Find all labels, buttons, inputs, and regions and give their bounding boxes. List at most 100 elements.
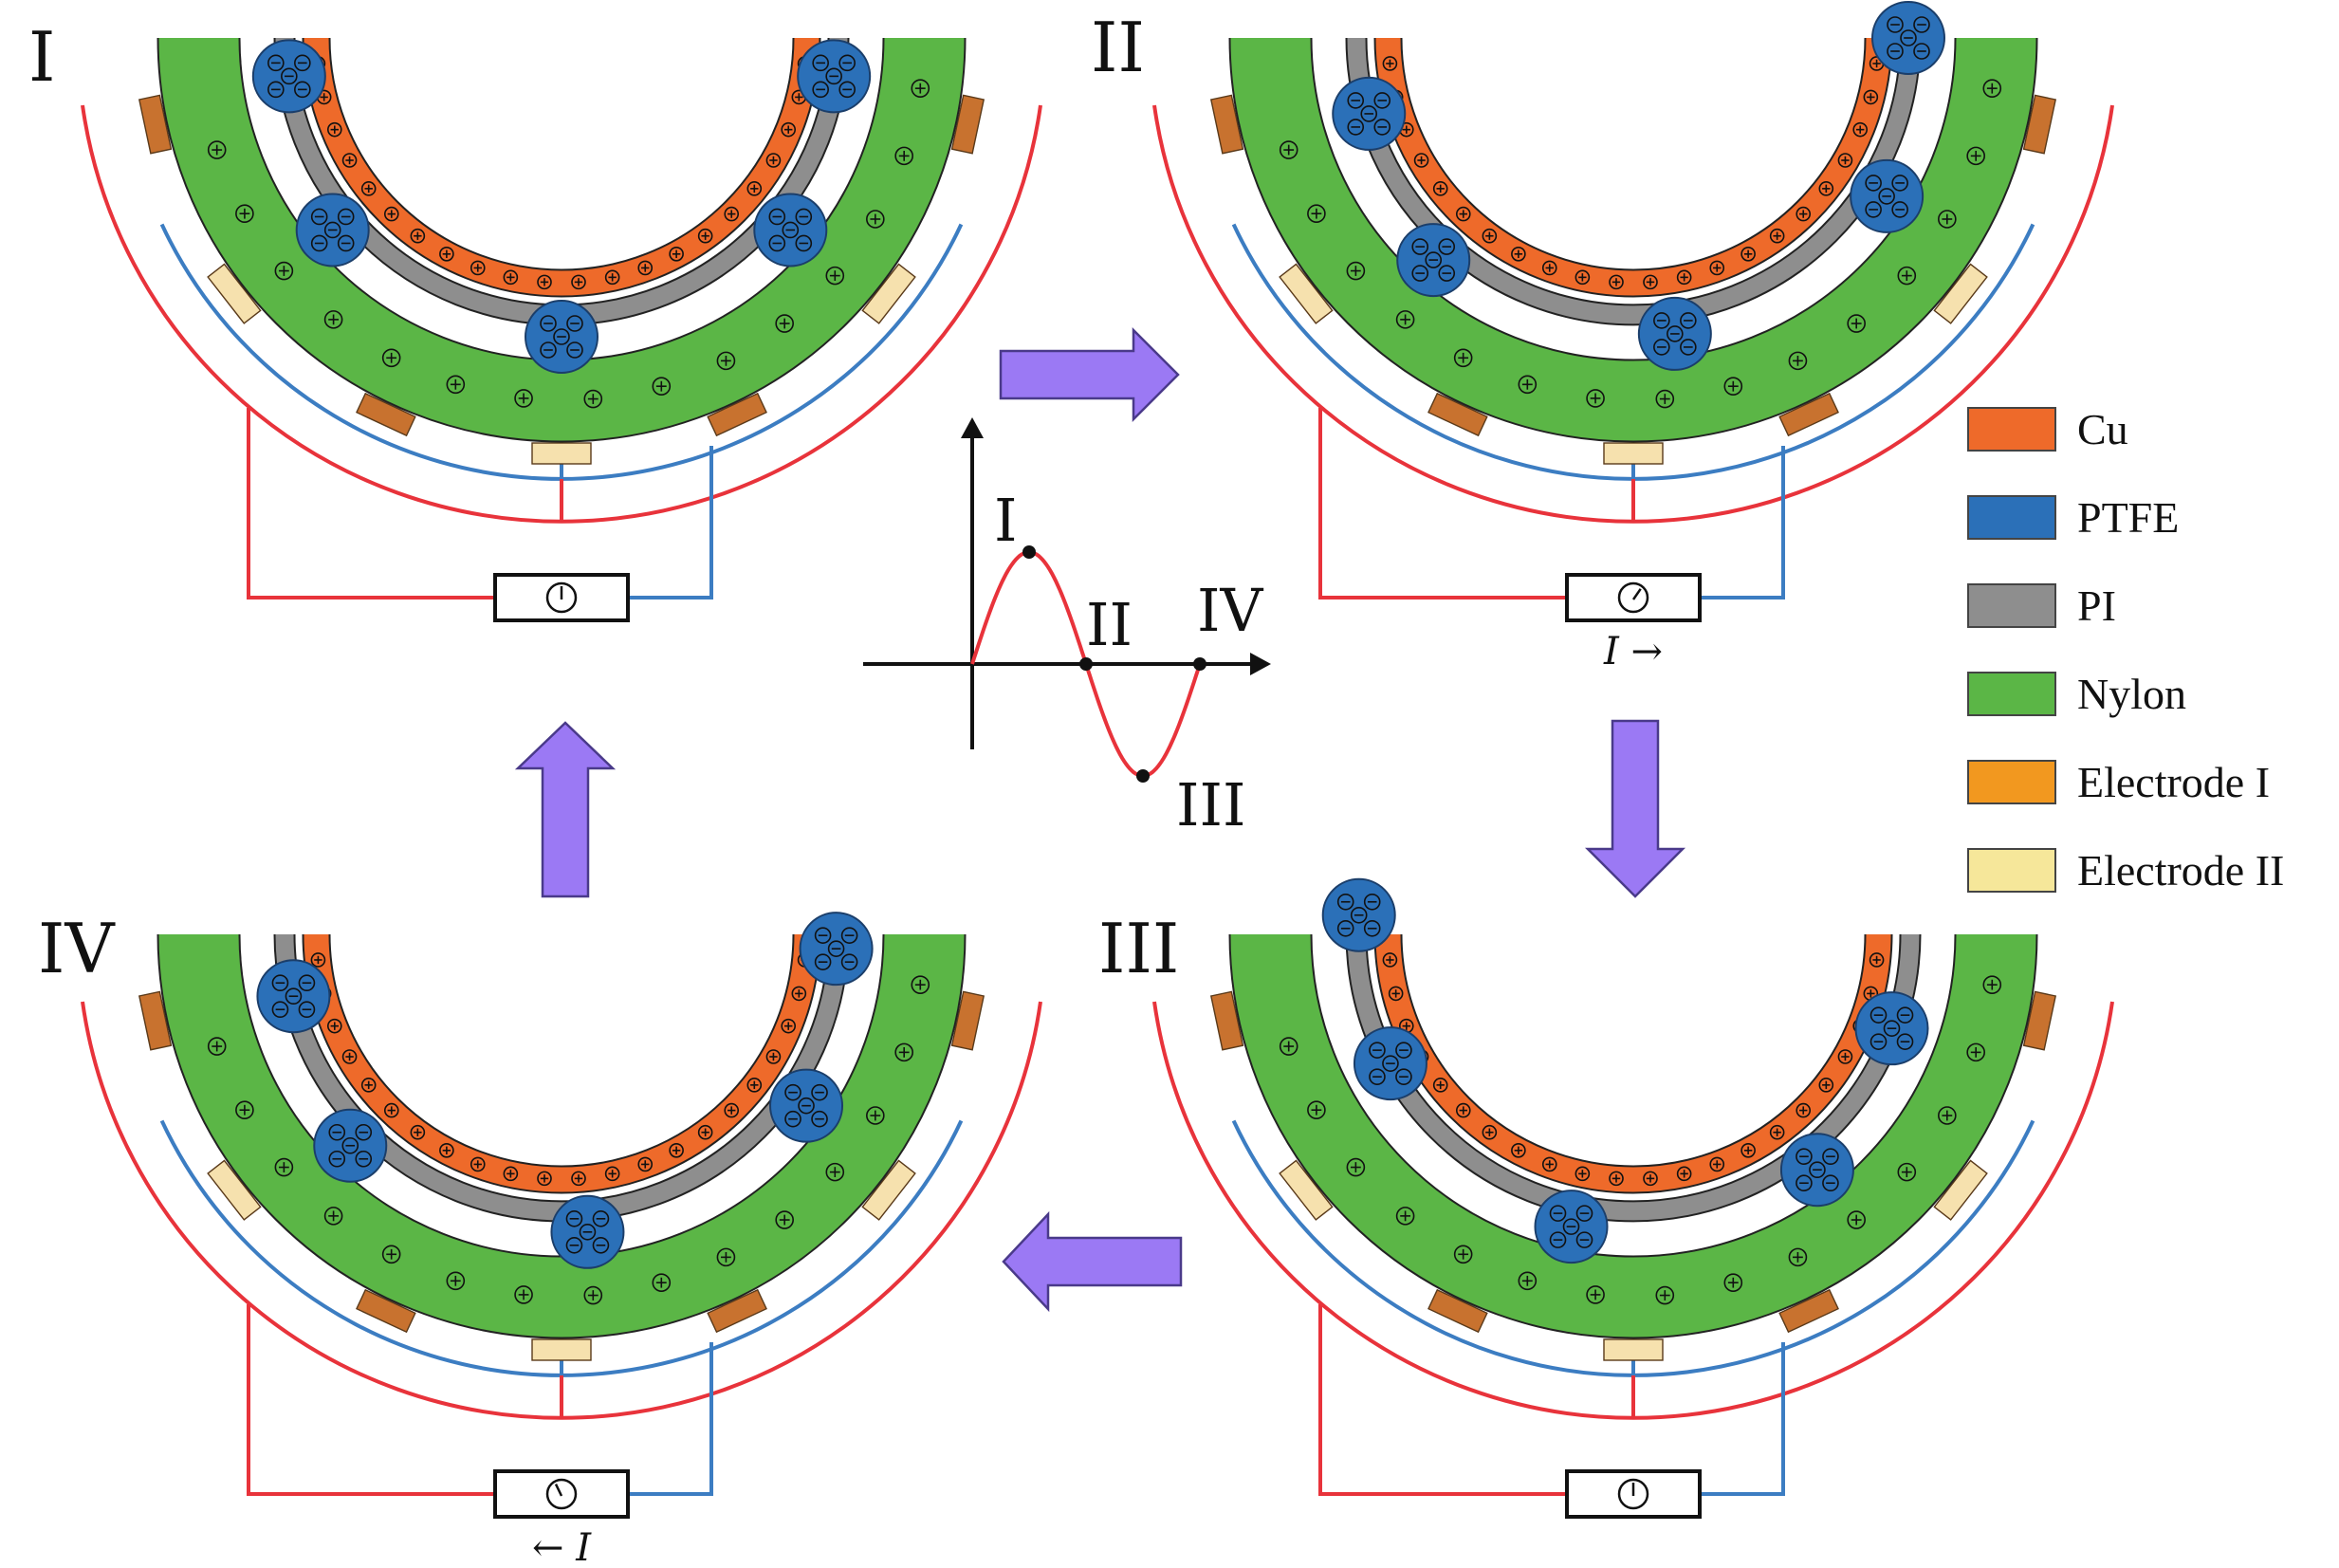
electrode-i: [356, 1288, 416, 1334]
ptfe-negative-charge: [1369, 1042, 1386, 1059]
ptfe-negative-charge: [1575, 1231, 1593, 1248]
ptfe-ball: [295, 193, 370, 267]
ptfe-negative-charge: [1438, 265, 1456, 282]
electrode-i: [138, 990, 173, 1051]
cu-positive-charge: [410, 1124, 426, 1140]
cu-positive-charge: [1455, 206, 1471, 222]
nylon-positive-charge: [583, 1285, 603, 1305]
ptfe-negative-charge: [838, 54, 856, 72]
ptfe-negative-charge: [1373, 119, 1391, 136]
ptfe-negative-charge: [1411, 238, 1429, 255]
nylon-layer: [158, 933, 965, 1337]
ptfe-negative-charge: [1653, 312, 1670, 329]
cu-positive-charge: [1818, 181, 1834, 196]
cu-positive-charge: [1818, 1078, 1834, 1093]
nylon-positive-charge: [583, 389, 603, 409]
meter-pointer: [554, 1484, 563, 1497]
ptfe-negative-charge: [566, 315, 583, 332]
waveform-point-label: II: [1086, 590, 1133, 659]
x-axis-arrowhead: [1250, 653, 1271, 675]
nylon-positive-charge: [1586, 389, 1605, 408]
electrode-i: [950, 94, 985, 155]
cu-positive-charge: [637, 260, 654, 276]
electrode-ii: [1933, 1159, 1988, 1221]
nylon-layer: [158, 37, 965, 441]
legend-label: PI: [2077, 581, 2116, 630]
legend-label: PTFE: [2077, 493, 2179, 542]
electrode-ii: [1279, 263, 1334, 324]
cu-positive-charge: [1709, 1156, 1725, 1172]
cu-positive-charge: [1676, 269, 1692, 286]
ptfe-negative-charge: [795, 208, 813, 226]
ptfe-negative-charge: [1395, 1068, 1412, 1085]
cu-positive-charge: [1852, 121, 1869, 138]
cu-positive-charge: [1643, 1171, 1658, 1187]
nylon-positive-charge: [1518, 1271, 1538, 1291]
current-direction-label: I →: [1603, 630, 1663, 673]
ptfe-negative-charge: [798, 1097, 815, 1115]
ptfe-negative-charge: [768, 208, 786, 226]
cu-positive-charge: [341, 1049, 358, 1064]
nylon-positive-charge: [1395, 1207, 1415, 1226]
ptfe-negative-charge: [1896, 1033, 1914, 1050]
ptfe-negative-charge: [565, 1237, 583, 1254]
arrow-left: [1002, 1210, 1183, 1313]
panel-label: II: [1091, 8, 1145, 87]
legend-item: Electrode I: [1967, 758, 2270, 806]
ptfe-ball: [1871, 1, 1945, 75]
ptfe-negative-charge: [553, 328, 570, 345]
legend-swatch: [1967, 760, 2056, 804]
cu-positive-charge: [1609, 1171, 1624, 1187]
ptfe-negative-charge: [1411, 265, 1429, 282]
electrode-ii: [531, 442, 592, 465]
electrode-i: [356, 392, 416, 437]
ptfe-ball: [1854, 991, 1929, 1066]
legend-item: PTFE: [1967, 493, 2179, 542]
ptfe-negative-charge: [1680, 339, 1697, 356]
electrode-i: [1427, 392, 1488, 437]
ptfe-negative-charge: [1360, 105, 1378, 122]
cu-positive-charge: [1643, 274, 1658, 290]
arrow-up: [514, 721, 617, 898]
ptfe-negative-charge: [566, 341, 583, 359]
electrode-i: [2022, 990, 2057, 1051]
waveform-point-label: III: [1176, 770, 1245, 839]
electrode-i: [138, 94, 173, 155]
ptfe-ball: [1332, 76, 1407, 151]
panel-label: III: [1098, 909, 1179, 988]
ptfe-negative-charge: [579, 1224, 597, 1241]
nylon-positive-charge: [1982, 79, 2002, 98]
electrode-ii: [1279, 1159, 1334, 1221]
cu-positive-charge: [724, 206, 740, 222]
ammeter: [493, 573, 630, 622]
electrode-ii: [207, 263, 262, 324]
legend-swatch: [1967, 583, 2056, 628]
cu-positive-charge: [1837, 153, 1853, 168]
ptfe-negative-charge: [1549, 1205, 1567, 1222]
ptfe-negative-charge: [1883, 1020, 1901, 1037]
cu-positive-charge: [1455, 1102, 1471, 1118]
ptfe-ball: [753, 193, 828, 267]
arrow-right: [999, 326, 1180, 423]
ptfe-negative-charge: [355, 1123, 373, 1141]
ptfe-negative-charge: [827, 940, 845, 957]
cu-layer: [1375, 37, 1891, 296]
ptfe-negative-charge: [1350, 906, 1368, 924]
nylon-positive-charge: [1788, 351, 1808, 371]
nylon-positive-charge: [381, 348, 401, 368]
nylon-positive-charge: [1982, 975, 2002, 994]
nylon-positive-charge: [1938, 1106, 1957, 1125]
cu-positive-charge: [1398, 121, 1414, 138]
electrode-i: [950, 990, 985, 1051]
nylon-layer: [1230, 37, 2036, 441]
nylon-positive-charge: [1279, 140, 1298, 159]
legend-swatch: [1967, 672, 2056, 716]
arrow-down: [1584, 719, 1686, 898]
legend-swatch: [1967, 848, 2056, 893]
ptfe-negative-charge: [1796, 1148, 1813, 1166]
ptfe-negative-charge: [811, 1110, 828, 1128]
ptfe-ball: [1637, 296, 1712, 371]
cu-positive-charge: [571, 1171, 586, 1187]
cu-positive-charge: [724, 1102, 740, 1118]
cu-positive-charge: [410, 228, 426, 244]
